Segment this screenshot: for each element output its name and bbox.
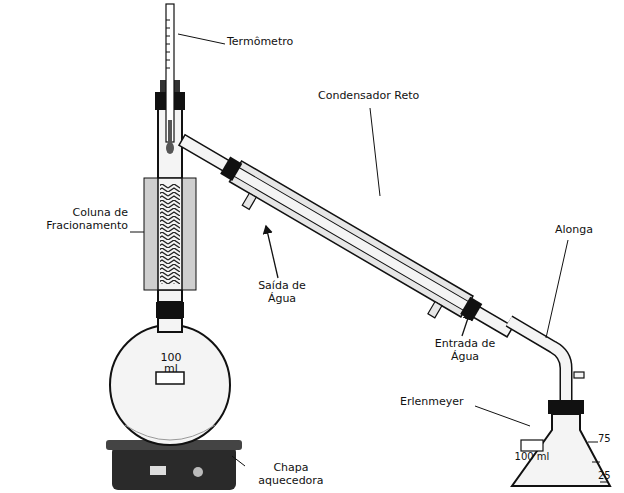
volume-mark: 100 ml [156,352,186,374]
part-label: Coluna de Fracionamento [8,207,128,232]
part-label: Chapa aquecedora [246,462,336,487]
part-label: Condensador Reto [318,90,448,103]
volume-mark: 100 ml [508,452,556,462]
part-label: Alonga [555,224,615,237]
graduation-mark: 25 [598,470,620,482]
part-label: Entrada de Água [430,338,500,363]
graduation-mark: 75 [598,433,620,445]
part-label: Saída de Água [252,280,312,305]
part-label: Termômetro [227,36,317,49]
part-label: Erlenmeyer [400,396,480,409]
